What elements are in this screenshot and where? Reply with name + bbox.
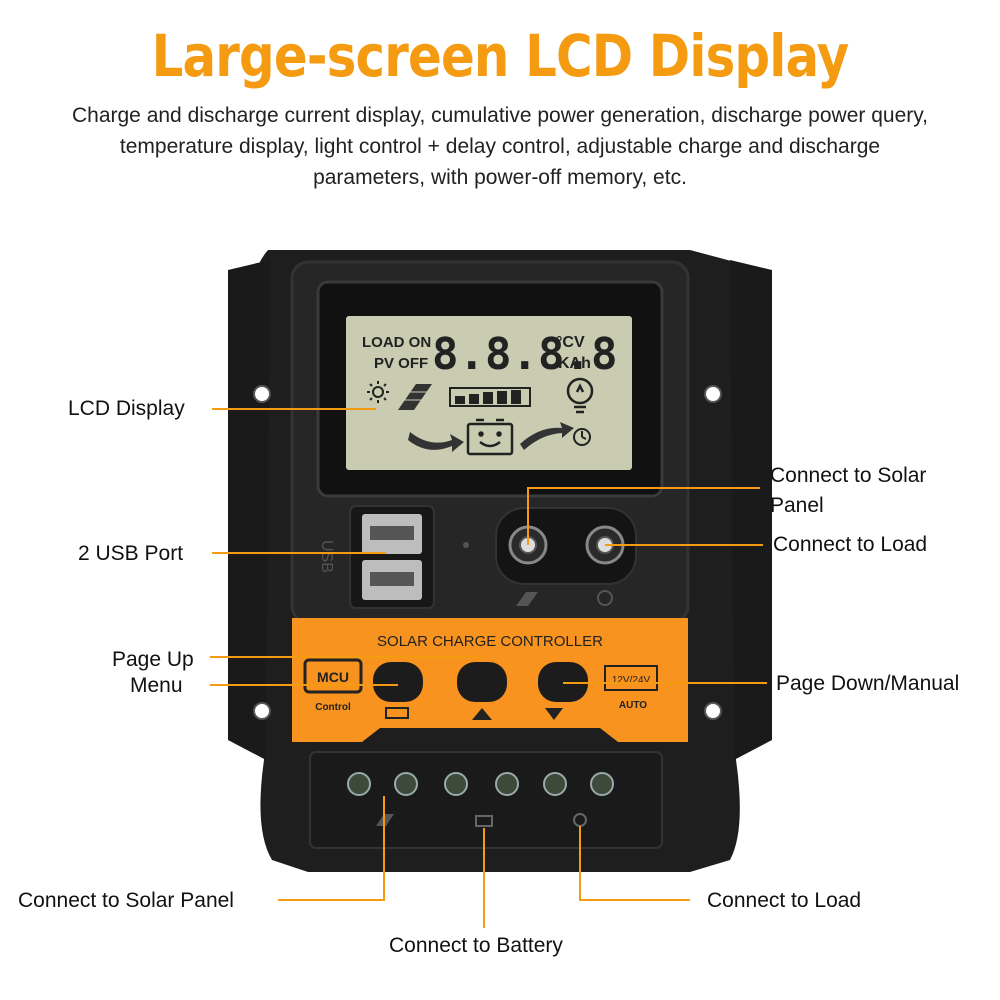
battery-face-icon [466, 418, 514, 456]
callout-solar-bottom: Connect to Solar Panel [18, 889, 234, 912]
callout-page-down: Page Down/Manual [776, 672, 960, 695]
solar-panel-icon [398, 384, 432, 410]
callout-load-top: Connect to Load [773, 533, 928, 556]
callout-solar-top-line1: Connect to Solar [770, 464, 927, 487]
description-line-3: parameters, with power-off memory, etc. [313, 166, 687, 189]
right-flange [730, 260, 772, 760]
terminal-screw-5 [543, 772, 567, 796]
terminal-screw-3 [444, 772, 468, 796]
lcd-digits: 8.8.8.8 [432, 329, 617, 380]
usb-port-1-slot [370, 526, 414, 540]
terminal-screw-2 [394, 772, 418, 796]
battery-level-icon [449, 387, 531, 407]
usb-port-2-slot [370, 572, 414, 586]
callout-solar-top-line2: Panel [770, 494, 824, 517]
mcu-label: MCU [317, 669, 349, 685]
page-down-icon [545, 708, 563, 720]
voltage-badge [604, 665, 658, 691]
voltage-label: 12V/24V [612, 675, 651, 686]
mount-hole-bottom-right [704, 702, 722, 720]
auto-label: AUTO [619, 700, 647, 711]
page-up-button[interactable] [457, 662, 507, 702]
callout-line-load-bottom [579, 826, 690, 901]
left-flange [228, 260, 270, 760]
lightbulb-icon [566, 377, 594, 414]
discharge-arrow-icon [520, 422, 574, 450]
terminal-screws [347, 772, 614, 796]
page-title: Large-screen LCD Display [151, 22, 850, 90]
sun-icon [367, 381, 389, 403]
mount-hole-top-left [253, 385, 271, 403]
indicator-led [463, 542, 469, 548]
menu-button[interactable] [373, 662, 423, 702]
callout-lines [210, 408, 767, 928]
menu-button-icon [385, 707, 409, 719]
usb-label: USB [318, 540, 335, 573]
description-line-2: temperature display, light control + del… [119, 135, 881, 158]
solar-panel-small-icon [516, 592, 538, 606]
callout-line-solar-bottom [278, 796, 385, 901]
callout-battery: Connect to Battery [389, 934, 563, 957]
lcd-unit-top: °CV [556, 334, 585, 351]
mount-hole-bottom-left [253, 702, 271, 720]
callout-page-up: Page Up [112, 648, 194, 671]
callout-line-solar-top [527, 487, 760, 545]
lcd-load-on: LOAD ON [362, 334, 431, 351]
lcd-pv-off: PV OFF [374, 355, 428, 372]
callout-lcd-display: LCD Display [68, 397, 185, 420]
terminal-screw-6 [590, 772, 614, 796]
mount-hole-top-right [704, 385, 722, 403]
terminal-block [309, 751, 663, 849]
description-line-1: Charge and discharge current display, cu… [71, 104, 929, 127]
bulb-small-icon [597, 590, 613, 606]
callout-usb-port: 2 USB Port [78, 542, 184, 565]
clock-icon [573, 428, 591, 446]
terminal-battery-icon [475, 815, 493, 827]
callout-load-bottom: Connect to Load [707, 889, 862, 912]
page-up-icon [472, 708, 492, 720]
mcu-sub-label: Control [315, 702, 351, 713]
lcd-unit-bottom: KAh [558, 355, 591, 372]
description: Charge and discharge current display, cu… [20, 100, 980, 193]
terminal-screw-1 [347, 772, 371, 796]
mcu-badge [303, 658, 363, 694]
charge-arrow-icon [408, 432, 464, 452]
callout-menu: Menu [130, 674, 183, 697]
terminal-screw-4 [495, 772, 519, 796]
panel-title: SOLAR CHARGE CONTROLLER [377, 633, 603, 650]
